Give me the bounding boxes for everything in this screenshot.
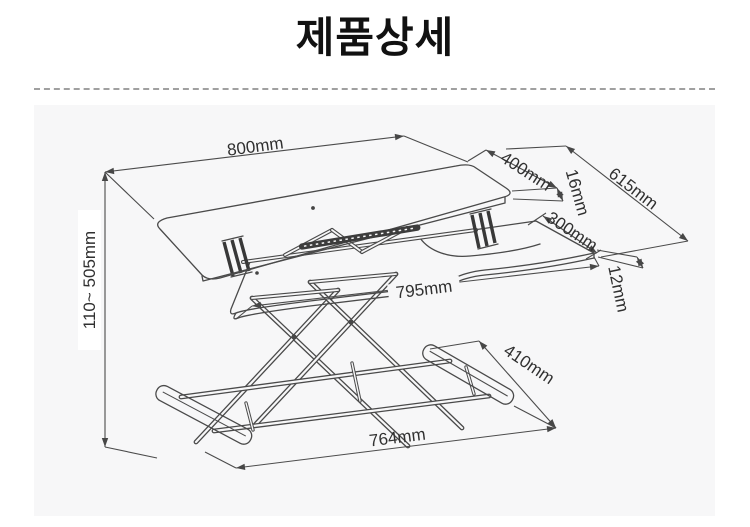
- base-frame: [155, 344, 515, 445]
- tray-screw-hole: [255, 271, 259, 275]
- scissor-lift-frame: [193, 271, 465, 449]
- keyboard-tray: [229, 220, 595, 320]
- left-support-bracket: [221, 235, 253, 278]
- dimension-line-top-width: [104, 133, 469, 220]
- dimension-label-tray-width: 795mm: [395, 277, 454, 303]
- dimension-label-height-range: 110~ 505mm: [80, 231, 99, 329]
- page-title: 제품상세: [295, 14, 455, 61]
- dimension-label-base-width: 764mm: [368, 425, 427, 451]
- dimension-line-tray-thickness: [596, 249, 645, 269]
- label-mask: [387, 275, 461, 302]
- dimension-line-height-range: [101, 172, 158, 459]
- dimension-label-tray-thickness: 12mm: [604, 264, 632, 314]
- dimension-line-base-width: [204, 405, 557, 471]
- dimension-line-overall-depth: [505, 145, 689, 258]
- desk-screw-hole: [311, 206, 315, 210]
- dimension-label-base-depth: 410mm: [500, 341, 558, 388]
- pivot-bolt: [348, 319, 354, 325]
- under-desk-frame: [221, 208, 499, 278]
- dimension-label-tray-depth: 300mm: [543, 208, 601, 255]
- dimension-label-top-thickness: 16mm: [562, 167, 593, 218]
- label-mask: [78, 210, 101, 350]
- desk-top-surface: [157, 164, 511, 282]
- dimension-line-top-depth: [467, 149, 558, 189]
- dimension-line-base-depth: [429, 340, 557, 429]
- right-support-bracket: [469, 208, 499, 250]
- dimension-label-overall-depth: 615mm: [605, 164, 662, 214]
- dimension-label-top-width: 800mm: [226, 133, 285, 159]
- dashed-divider: [34, 88, 715, 90]
- vent-slot: [298, 224, 421, 250]
- pivot-bolt: [291, 334, 297, 340]
- dimension-line-tray-depth: [527, 212, 602, 260]
- dimension-line-top-thickness: [511, 187, 564, 202]
